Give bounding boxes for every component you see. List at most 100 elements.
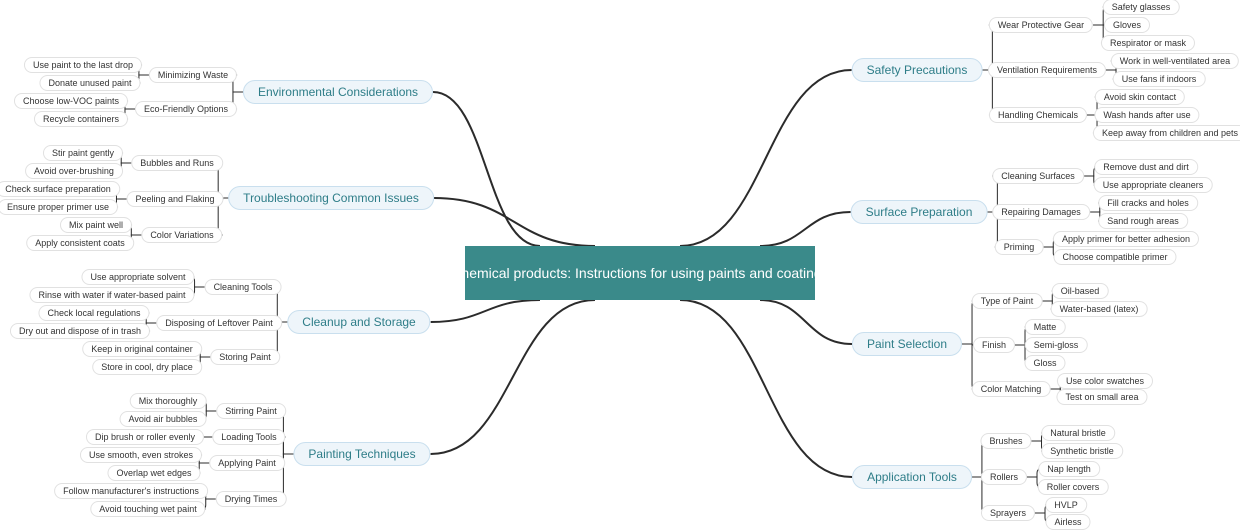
leaf-recycle-containers[interactable]: Recycle containers [33,111,129,127]
subtopic-label: Applying Paint [218,458,276,468]
leaf-label: Avoid air bubbles [128,414,198,424]
connector-line-23 [962,300,977,345]
leaf-compatible-primer[interactable]: Choose compatible primer [1053,249,1177,265]
subtopic-sprayers[interactable]: Sprayers [980,505,1036,521]
leaf-safety-glasses[interactable]: Safety glasses [1102,0,1180,15]
leaf-synthetic-bristle[interactable]: Synthetic bristle [1041,443,1123,459]
leaf-mix-paint[interactable]: Mix paint well [59,217,133,233]
leaf-mix-thoroughly[interactable]: Mix thoroughly [129,393,207,409]
subtopic-stirring-paint[interactable]: Stirring Paint [216,403,286,419]
subtopic-rollers[interactable]: Rollers [980,469,1028,485]
leaf-nap-length[interactable]: Nap length [1038,461,1100,477]
leaf-respirator[interactable]: Respirator or mask [1100,35,1196,51]
subtopic-cleaning-tools[interactable]: Cleaning Tools [204,279,282,295]
topic-surface-preparation[interactable]: Surface Preparation [850,200,988,224]
subtopic-applying-paint[interactable]: Applying Paint [209,455,285,471]
leaf-smooth-strokes[interactable]: Use smooth, even strokes [79,447,203,463]
leaf-dry-out[interactable]: Dry out and dispose of in trash [9,323,151,339]
leaf-consistent-coats[interactable]: Apply consistent coats [26,235,134,251]
leaf-appropriate-cleaners[interactable]: Use appropriate cleaners [1093,177,1213,193]
subtopic-wear-protective-gear[interactable]: Wear Protective Gear [988,17,1094,33]
leaf-well-ventilated[interactable]: Work in well-ventilated area [1110,53,1240,69]
topic-label: Surface Preparation [865,205,973,219]
leaf-roller-covers[interactable]: Roller covers [1037,479,1109,495]
leaf-label: Follow manufacturer's instructions [63,486,199,496]
subtopic-type-of-paint[interactable]: Type of Paint [971,293,1043,309]
subtopic-eco-friendly[interactable]: Eco-Friendly Options [134,101,238,117]
leaf-fill-cracks[interactable]: Fill cracks and holes [1098,195,1198,211]
topic-troubleshooting[interactable]: Troubleshooting Common Issues [228,186,434,210]
subtopic-finish[interactable]: Finish [972,337,1016,353]
leaf-label: Recycle containers [42,114,120,124]
leaf-sand-rough[interactable]: Sand rough areas [1098,213,1188,229]
leaf-donate-paint[interactable]: Donate unused paint [39,75,141,91]
topic-painting-techniques[interactable]: Painting Techniques [293,442,431,466]
root-topic[interactable]: Chemical products: Instructions for usin… [451,246,829,300]
leaf-low-voc[interactable]: Choose low-VOC paints [13,93,129,109]
leaf-cool-dry[interactable]: Store in cool, dry place [92,359,202,375]
topic-cleanup-storage[interactable]: Cleanup and Storage [287,310,431,334]
subtopic-label: Color Matching [980,384,1042,394]
leaf-apply-primer[interactable]: Apply primer for better adhesion [1052,231,1200,247]
leaf-appropriate-solvent[interactable]: Use appropriate solvent [81,269,195,285]
leaf-test-small-area[interactable]: Test on small area [1056,389,1148,405]
leaf-overlap-edges[interactable]: Overlap wet edges [107,465,201,481]
subtopic-color-variations[interactable]: Color Variations [141,227,223,243]
subtopic-priming[interactable]: Priming [994,239,1044,255]
leaf-label: Gloss [1033,358,1057,368]
subtopic-ventilation[interactable]: Ventilation Requirements [987,62,1107,78]
subtopic-drying-times[interactable]: Drying Times [215,491,287,507]
leaf-check-surface[interactable]: Check surface preparation [0,181,120,197]
leaf-gloves[interactable]: Gloves [1103,17,1151,33]
subtopic-brushes[interactable]: Brushes [980,433,1032,449]
subtopic-storing-paint[interactable]: Storing Paint [210,349,280,365]
subtopic-cleaning-surfaces[interactable]: Cleaning Surfaces [992,168,1084,184]
subtopic-repairing-damages[interactable]: Repairing Damages [992,204,1090,220]
subtopic-label: Color Variations [150,230,214,240]
leaf-hvlp[interactable]: HVLP [1045,497,1087,513]
subtopic-label: Brushes [989,436,1023,446]
leaf-label: Mix thoroughly [138,396,198,406]
leaf-keep-away[interactable]: Keep away from children and pets [1092,125,1240,141]
leaf-air-bubbles[interactable]: Avoid air bubbles [119,411,207,427]
leaf-rinse-water[interactable]: Rinse with water if water-based paint [29,287,195,303]
subtopic-peeling-flaking[interactable]: Peeling and Flaking [126,191,224,207]
topic-safety-precautions[interactable]: Safety Precautions [851,58,983,82]
leaf-oil-based[interactable]: Oil-based [1051,283,1109,299]
subtopic-label: Storing Paint [219,352,271,362]
leaf-label: Avoid skin contact [1103,92,1177,102]
leaf-wash-hands[interactable]: Wash hands after use [1094,107,1200,123]
leaf-gloss[interactable]: Gloss [1024,355,1066,371]
leaf-label: Natural bristle [1050,428,1106,438]
subtopic-label: Stirring Paint [225,406,277,416]
leaf-matte[interactable]: Matte [1024,319,1066,335]
leaf-last-drop[interactable]: Use paint to the last drop [23,57,143,73]
leaf-semi-gloss[interactable]: Semi-gloss [1024,337,1088,353]
topic-paint-selection[interactable]: Paint Selection [851,332,963,356]
leaf-stir-gently[interactable]: Stir paint gently [42,145,124,161]
leaf-use-fans[interactable]: Use fans if indoors [1112,71,1206,87]
leaf-label: Safety glasses [1111,2,1171,12]
topic-environmental-considerations[interactable]: Environmental Considerations [242,80,434,104]
leaf-dip-brush[interactable]: Dip brush or roller evenly [85,429,205,445]
leaf-local-regulations[interactable]: Check local regulations [38,305,150,321]
leaf-color-swatches[interactable]: Use color swatches [1056,373,1154,389]
subtopic-loading-tools[interactable]: Loading Tools [212,429,286,445]
leaf-manufacturer-instructions[interactable]: Follow manufacturer's instructions [54,483,208,499]
topic-application-tools[interactable]: Application Tools [852,465,972,489]
leaf-primer-use[interactable]: Ensure proper primer use [0,199,119,215]
leaf-water-based[interactable]: Water-based (latex) [1050,301,1148,317]
leaf-remove-dust[interactable]: Remove dust and dirt [1094,159,1198,175]
subtopic-bubbles-runs[interactable]: Bubbles and Runs [131,155,223,171]
subtopic-color-matching[interactable]: Color Matching [971,381,1051,397]
connector-line-60 [430,299,541,323]
leaf-original-container[interactable]: Keep in original container [82,341,202,357]
subtopic-minimizing-waste[interactable]: Minimizing Waste [148,67,238,83]
topic-label: Paint Selection [866,337,948,351]
subtopic-handling-chemicals[interactable]: Handling Chemicals [988,107,1088,123]
leaf-over-brushing[interactable]: Avoid over-brushing [25,163,123,179]
subtopic-disposing-paint[interactable]: Disposing of Leftover Paint [156,315,282,331]
leaf-avoid-skin[interactable]: Avoid skin contact [1094,89,1186,105]
leaf-natural-bristle[interactable]: Natural bristle [1041,425,1115,441]
leaf-touching-wet[interactable]: Avoid touching wet paint [90,501,206,517]
